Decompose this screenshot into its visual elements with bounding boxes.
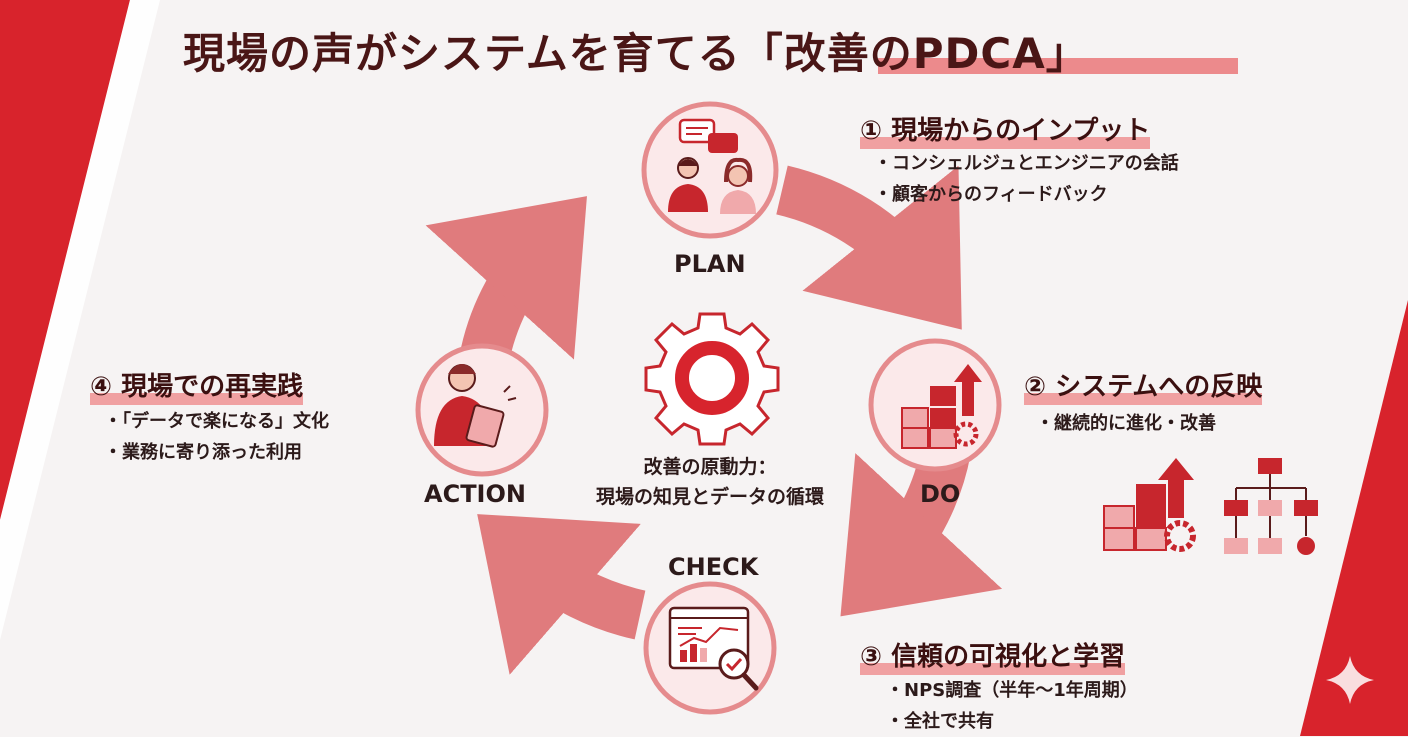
step-3-heading: ③ 信頼の可視化と学習 [860, 636, 1126, 675]
arrow-plan-to-do [775, 165, 962, 330]
title-highlight-bar [878, 58, 1238, 74]
list-item: 「データで楽になる」文化 [104, 406, 329, 437]
step-2-heading: ② システムへの反映 [1024, 366, 1263, 405]
step-1-bullets: コンシェルジュとエンジニアの会話 顧客からのフィードバック [874, 148, 1179, 210]
step-4-heading: ④ 現場での再実践 [90, 366, 304, 405]
stage-label-do: DO [920, 480, 961, 508]
right-red-band [1300, 300, 1408, 736]
sparkle-icon [1326, 656, 1374, 704]
center-caption: 改善の原動力： 現場の知見とデータの循環 [560, 452, 860, 512]
list-item: 継続的に進化・改善 [1036, 408, 1216, 439]
title-highlight: 「改善のPDCA」 [740, 29, 1089, 78]
person-tablet-icon [434, 364, 517, 448]
people-chat-icon [668, 118, 756, 214]
growth-chart-icon [1103, 458, 1196, 552]
stage-label-action: ACTION [424, 480, 526, 508]
flowchart-icon [1224, 458, 1318, 555]
arrow-action-to-plan [425, 196, 587, 366]
arrow-check-to-action [477, 514, 646, 675]
growth-gear-icon [901, 364, 982, 449]
page-title: 現場の声がシステムを育てる「改善のPDCA」 [183, 20, 1243, 80]
list-item: 全社で共有 [886, 706, 1138, 737]
left-white-edge [0, 0, 160, 640]
title-main: 現場の声がシステムを育てる [183, 29, 741, 78]
list-item: 業務に寄り添った利用 [104, 437, 329, 468]
step-1-heading: ① 現場からのインプット [860, 110, 1151, 149]
gear-icon [644, 312, 780, 446]
list-item: コンシェルジュとエンジニアの会話 [874, 148, 1179, 179]
stage-label-check: CHECK [668, 553, 759, 581]
list-item: 顧客からのフィードバック [874, 179, 1179, 210]
step-2-bullets: 継続的に進化・改善 [1036, 408, 1216, 439]
step-4-bullets: 「データで楽になる」文化 業務に寄り添った利用 [104, 406, 329, 468]
center-caption-line1: 改善の原動力： [643, 456, 777, 478]
list-item: NPS調査（半年〜1年周期） [886, 675, 1138, 706]
analytics-search-icon [668, 606, 759, 691]
stage-label-plan: PLAN [674, 250, 746, 278]
center-caption-line2: 現場の知見とデータの循環 [595, 486, 824, 508]
step-3-bullets: NPS調査（半年〜1年周期） 全社で共有 [886, 675, 1138, 737]
